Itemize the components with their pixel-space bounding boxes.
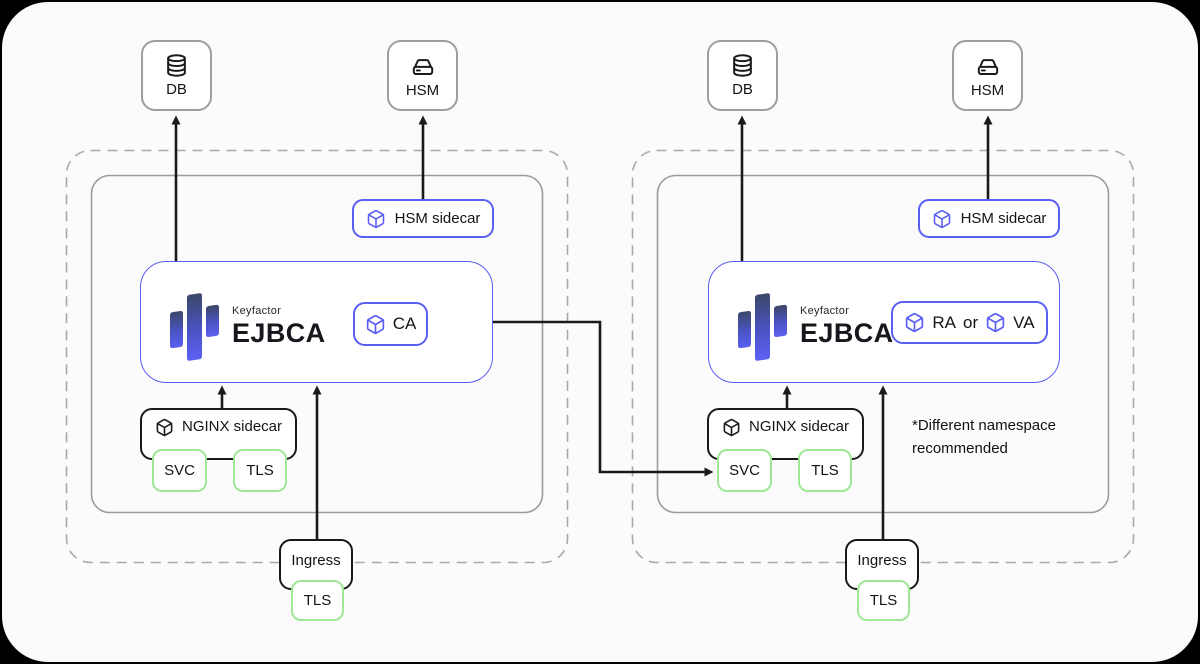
- hsm-sidecar-1: HSM sidecar: [352, 199, 494, 238]
- ingress-label: Ingress: [857, 552, 907, 569]
- nginx-sidecar-label: NGINX sidecar: [181, 418, 283, 435]
- ra-badge-label: RA: [932, 312, 957, 332]
- nginx-sidecar-label: NGINX sidecar: [748, 418, 850, 435]
- ejbca-pod-1: Keyfactor EJBCA CA: [140, 261, 493, 383]
- cluster-1-dashed-boundary: [65, 149, 569, 564]
- ingress-tls-2: TLS: [857, 580, 910, 621]
- hsm-node-1: HSM: [387, 40, 458, 111]
- cube-icon: [906, 312, 924, 333]
- hsm-node-2: HSM: [952, 40, 1023, 111]
- svc-label: SVC: [729, 462, 760, 479]
- va-badge-label: VA: [1013, 312, 1035, 332]
- hard-drive-icon: [977, 58, 998, 75]
- hsm-label: HSM: [970, 81, 1005, 99]
- keyfactor-ejbca-logo: Keyfactor EJBCA: [738, 292, 894, 362]
- cube-icon: [156, 418, 173, 437]
- db-node-1: DB: [141, 40, 212, 111]
- ca-badge: CA: [353, 302, 428, 346]
- brand-large: EJBCA: [232, 318, 326, 348]
- database-icon: [733, 54, 752, 77]
- tls-label: TLS: [811, 462, 839, 479]
- db-node-2: DB: [707, 40, 778, 111]
- hsm-sidecar-label: HSM sidecar: [960, 210, 1047, 227]
- brand-large: EJBCA: [800, 318, 894, 348]
- arrow-ejbca1-to-svc2: [493, 320, 714, 477]
- hard-drive-icon: [412, 58, 433, 75]
- ingress-tls-label: TLS: [869, 592, 898, 609]
- ingress-label: Ingress: [291, 552, 341, 569]
- keyfactor-logo-mark: [170, 291, 219, 364]
- ra-or-va-badge: RA or VA: [891, 301, 1048, 344]
- cube-icon: [367, 209, 384, 228]
- keyfactor-logo-mark: [738, 291, 787, 364]
- hsm-sidecar-2: HSM sidecar: [918, 199, 1060, 238]
- ejbca-pod-2: Keyfactor EJBCA RA or VA: [708, 261, 1060, 383]
- hsm-label: HSM: [405, 81, 440, 99]
- cube-icon: [366, 314, 384, 334]
- cube-icon: [933, 209, 950, 228]
- ingress-tls-1: TLS: [291, 580, 344, 621]
- database-icon: [167, 54, 186, 77]
- keyfactor-ejbca-logo: Keyfactor EJBCA: [170, 292, 326, 362]
- brand-small: Keyfactor: [232, 305, 282, 317]
- brand-small: Keyfactor: [800, 305, 850, 317]
- cube-icon: [723, 418, 740, 437]
- hsm-sidecar-label: HSM sidecar: [394, 210, 481, 227]
- tls-box-1: TLS: [233, 449, 287, 492]
- svc-label: SVC: [164, 462, 195, 479]
- db-label: DB: [732, 81, 753, 98]
- cube-icon: [986, 312, 1005, 333]
- svc-box-2: SVC: [717, 449, 772, 492]
- cluster-2-dashed-boundary: [631, 149, 1135, 564]
- badge-separator: or: [963, 312, 979, 332]
- ca-badge-label: CA: [392, 314, 417, 333]
- svc-box-1: SVC: [152, 449, 207, 492]
- tls-box-2: TLS: [798, 449, 852, 492]
- namespace-note: *Different namespace recommended: [912, 417, 1056, 458]
- db-label: DB: [166, 81, 187, 98]
- tls-label: TLS: [246, 462, 274, 479]
- ingress-tls-label: TLS: [303, 592, 332, 609]
